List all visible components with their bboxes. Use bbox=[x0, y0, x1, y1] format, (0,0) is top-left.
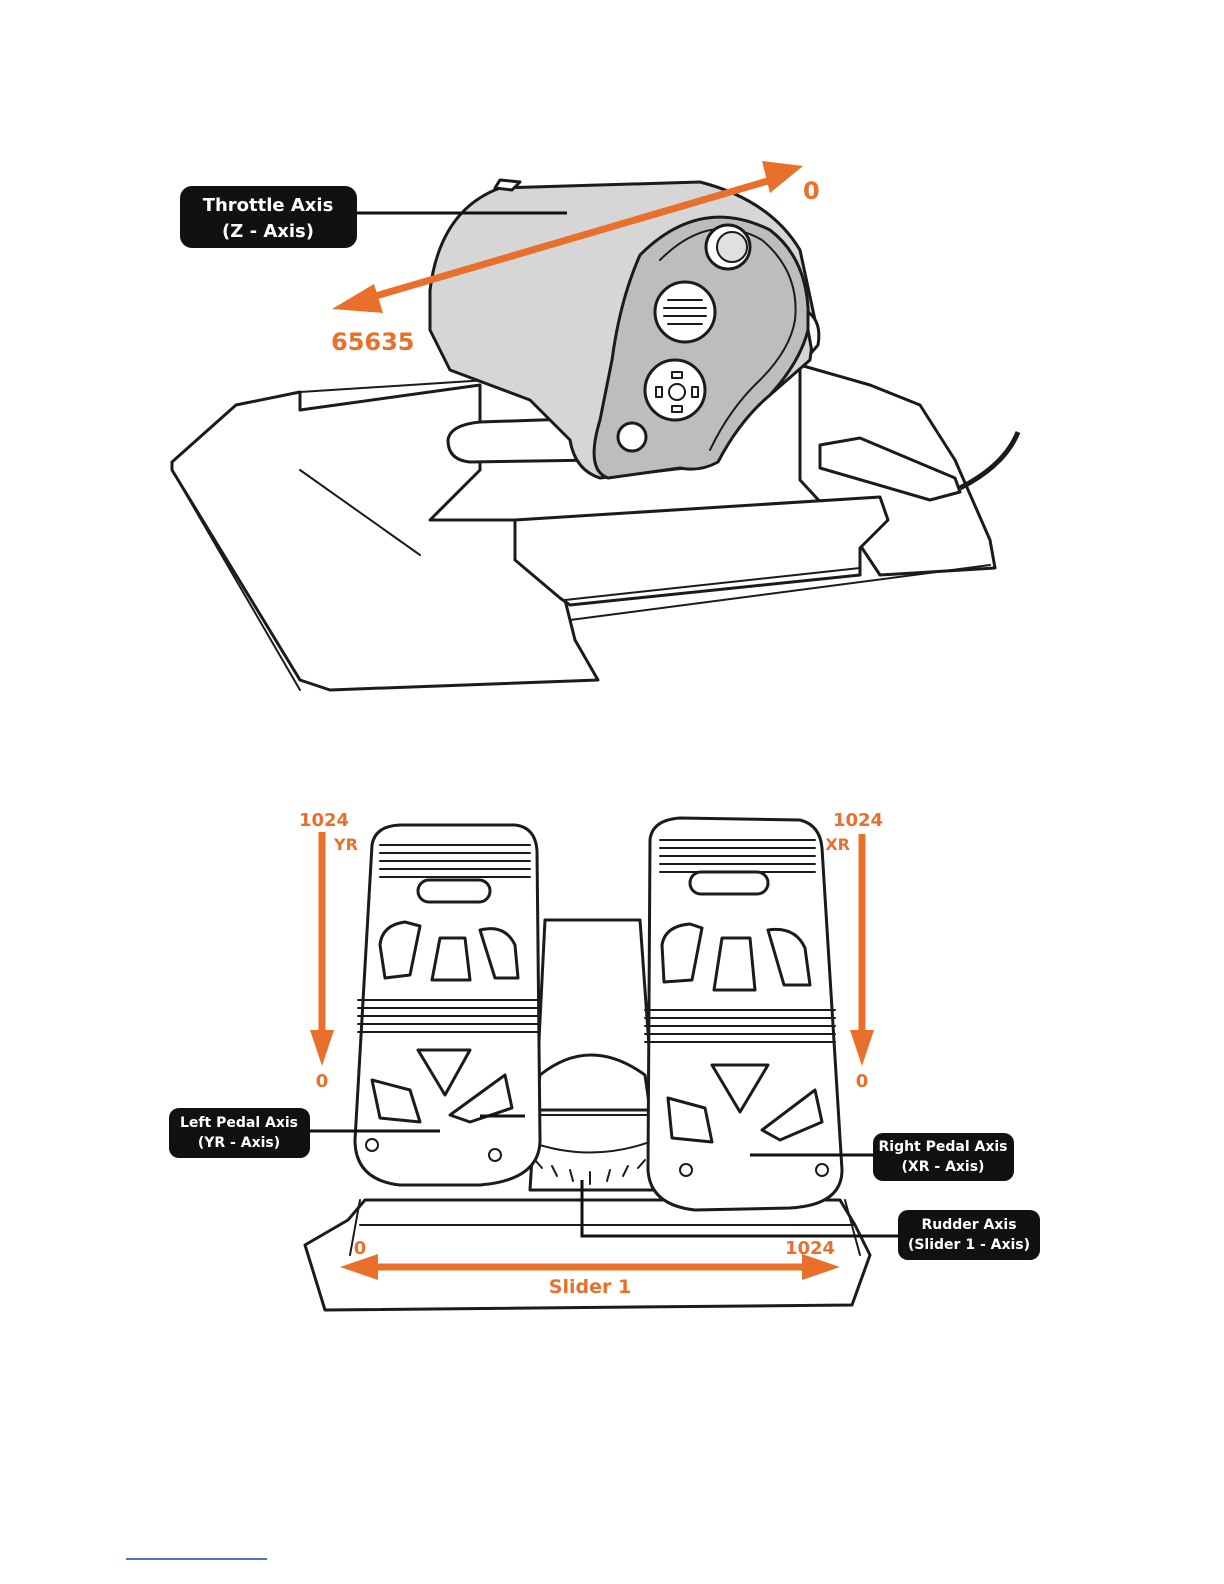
throttle-axis-min-label: 0 bbox=[803, 177, 820, 205]
right-pedal bbox=[645, 818, 842, 1210]
left-pedal-top-slot bbox=[418, 880, 490, 902]
slider-min-value: 0 bbox=[354, 1238, 367, 1259]
rudder-callout-title: Rudder Axis bbox=[921, 1217, 1016, 1233]
left-pedal-top-value: 1024 bbox=[299, 810, 349, 831]
slider-label: Slider 1 bbox=[549, 1276, 631, 1298]
throttle-side-nub bbox=[808, 312, 819, 352]
rudder-callout-subtitle: (Slider 1 - Axis) bbox=[908, 1237, 1030, 1253]
right-pedal-top-value: 1024 bbox=[833, 810, 883, 831]
left-pedal-bottom-value: 0 bbox=[316, 1071, 329, 1092]
right-pedal-callout-title: Right Pedal Axis bbox=[878, 1139, 1007, 1155]
throttle-axis-arrowhead-max bbox=[332, 284, 383, 313]
left-pedal-hole-2 bbox=[432, 938, 470, 980]
right-pedal-callout-subtitle: (XR - Axis) bbox=[902, 1159, 985, 1175]
left-pedal-callout-subtitle: (YR - Axis) bbox=[198, 1135, 280, 1151]
throttle-cable bbox=[960, 432, 1018, 488]
left-pedal-callout-title: Left Pedal Axis bbox=[180, 1115, 298, 1131]
throttle-axis-max-label: 65635 bbox=[331, 328, 415, 356]
throttle-figure: 0 65635 Throttle Axis (Z - Axis) bbox=[172, 161, 1018, 690]
right-pedal-hole-2 bbox=[714, 938, 755, 990]
right-pedal-axis-arrowhead bbox=[850, 1030, 874, 1066]
throttle-callout-title: Throttle Axis bbox=[203, 195, 334, 216]
throttle-top-button-inner bbox=[717, 232, 747, 262]
throttle-axis-arrowhead-min bbox=[762, 161, 803, 193]
throttle-base-front-rail bbox=[515, 497, 888, 605]
left-pedal-axis-arrowhead bbox=[310, 1030, 334, 1066]
right-pedal-bottom-value: 0 bbox=[856, 1071, 869, 1092]
right-pedal-top-slot bbox=[690, 872, 768, 894]
pedals-figure: 1024 YR 0 1024 XR 0 0 1024 Slider 1 Left… bbox=[169, 810, 1040, 1310]
left-pedal-top-axis: YR bbox=[333, 835, 358, 854]
throttle-callout-subtitle: (Z - Axis) bbox=[222, 221, 314, 242]
slider-max-value: 1024 bbox=[785, 1238, 835, 1259]
right-pedal-top-axis: XR bbox=[825, 835, 850, 854]
throttle-bottom-button bbox=[618, 423, 646, 451]
throttle-rotary-wheel bbox=[655, 282, 715, 342]
